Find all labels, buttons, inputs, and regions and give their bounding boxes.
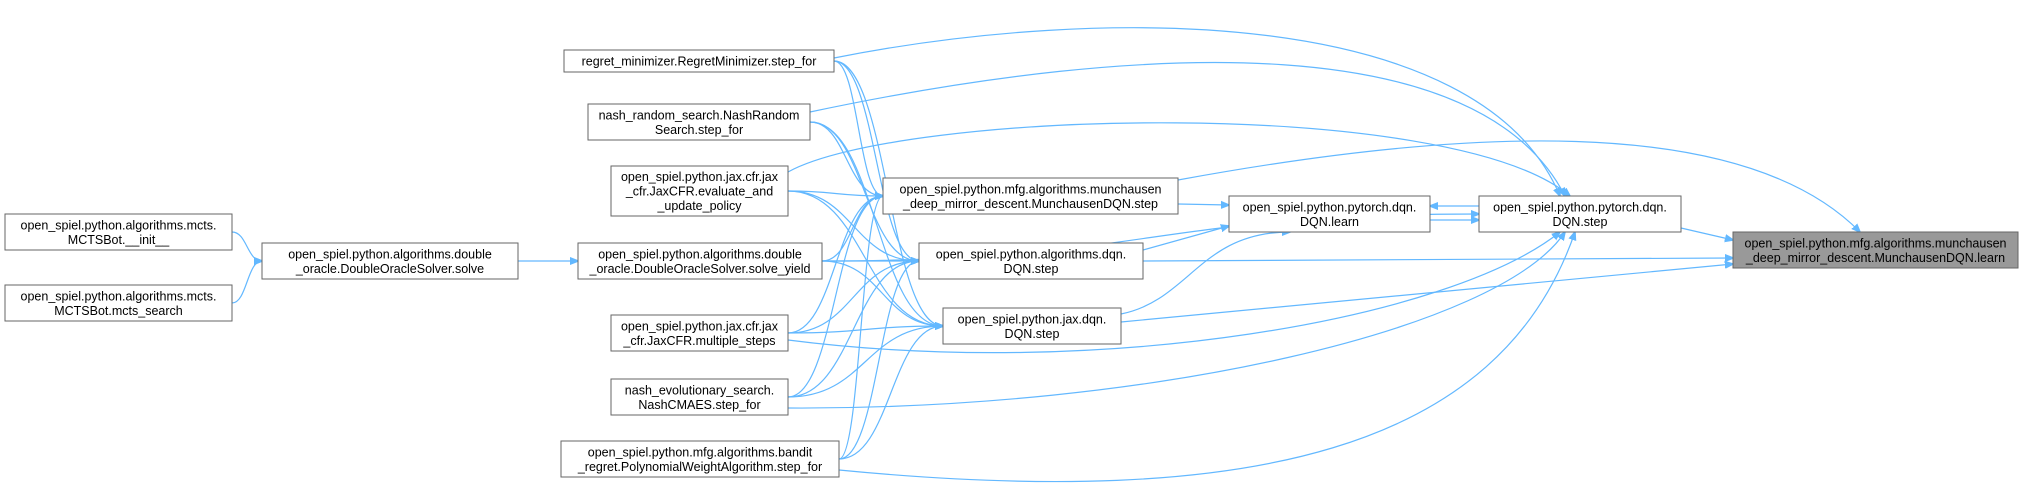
node-label-line: open_spiel.python.algorithms.dqn.: [936, 247, 1126, 261]
edge-nash_rand-to-jax_step: [809, 121, 943, 326]
node-box[interactable]: [560, 440, 840, 478]
edge-bandit-to-pt_step: [838, 232, 1575, 483]
edge-jaxcfr_multi-to-md_step: [787, 196, 883, 334]
node-box[interactable]: [882, 177, 1179, 215]
node-ds-solve[interactable]: open_spiel.python.algorithms.double_orac…: [261, 242, 519, 280]
node-ds-yield[interactable]: open_spiel.python.algorithms.double_orac…: [577, 242, 823, 280]
node-label-line: open_spiel.python.pytorch.dqn.: [1493, 200, 1667, 214]
node-box[interactable]: [610, 314, 789, 352]
node-label-line: open_spiel.python.pytorch.dqn.: [1243, 200, 1417, 214]
edge-nash_rand-to-pt_step: [809, 62, 1565, 196]
node-label-line: open_spiel.python.mfg.algorithms.munchau…: [900, 182, 1162, 196]
node-md-step[interactable]: open_spiel.python.mfg.algorithms.munchau…: [882, 177, 1179, 215]
edge-jaxcfr_eval-to-pt_step: [787, 122, 1570, 196]
node-nash-evo[interactable]: nash_evolutionary_search.NashCMAES.step_…: [610, 378, 789, 416]
node-jaxcfr-multi[interactable]: open_spiel.python.jax.cfr.jax_cfr.JaxCFR…: [610, 314, 789, 352]
edge-nash_rand-to-md_step: [809, 121, 883, 196]
node-label-line: DQN.step: [1005, 327, 1060, 341]
node-box[interactable]: [1478, 195, 1682, 233]
node-label-line: _regret.PolynomialWeightAlgorithm.step_f…: [577, 460, 822, 474]
node-alg-step[interactable]: open_spiel.python.algorithms.dqn.DQN.ste…: [918, 242, 1144, 280]
node-pt-step[interactable]: open_spiel.python.pytorch.dqn.DQN.step: [1478, 195, 1682, 233]
node-label-line: _update_policy: [656, 199, 742, 213]
node-label-line: open_spiel.python.mfg.algorithms.munchau…: [1745, 236, 2007, 250]
edge-bandit-to-jax_step: [838, 326, 943, 460]
node-label-line: _deep_mirror_descent.MunchausenDQN.learn: [1745, 251, 2005, 265]
edge-jaxcfr_eval-to-jax_step: [787, 190, 943, 326]
node-label-line: NashCMAES.step_for: [638, 398, 760, 412]
edge-nash_evo-to-pt_step: [787, 232, 1565, 409]
edge-mcts_search-to-ds_solve: [231, 261, 262, 304]
edge-jax_step-to-pt_learn: [1120, 232, 1290, 315]
node-box[interactable]: [610, 378, 789, 416]
edge-mcts_init-to-ds_solve: [231, 231, 262, 261]
edge-ds_yield-to-jax_step: [821, 260, 943, 326]
node-box[interactable]: [577, 242, 823, 280]
edge-nash_evo-to-alg_step: [787, 261, 919, 398]
edge-nash_evo-to-jax_step: [787, 326, 943, 398]
node-box[interactable]: [587, 103, 811, 141]
edge-jaxcfr_multi-to-pt_step: [787, 232, 1560, 354]
node-box[interactable]: [4, 213, 233, 251]
edge-jaxcfr_multi-to-jax_step: [787, 326, 943, 334]
node-box[interactable]: [610, 165, 789, 217]
edge-bandit-to-alg_step: [838, 261, 919, 460]
node-label-line: _deep_mirror_descent.MunchausenDQN.step: [902, 197, 1158, 211]
node-pt-learn[interactable]: open_spiel.python.pytorch.dqn.DQN.learn: [1228, 195, 1431, 233]
node-label-line: open_spiel.python.algorithms.double: [288, 247, 492, 261]
node-box[interactable]: [1228, 195, 1431, 233]
edge-regret-to-pt_step: [833, 27, 1560, 196]
node-label-line: DQN.step: [1553, 215, 1608, 229]
node-bandit[interactable]: open_spiel.python.mfg.algorithms.bandit_…: [560, 440, 840, 478]
node-box[interactable]: [918, 242, 1144, 280]
edge-regret-to-md_step: [833, 60, 883, 196]
node-label-line: MCTSBot.mcts_search: [54, 304, 183, 318]
node-label-line: _cfr.JaxCFR.multiple_steps: [622, 334, 775, 348]
node-label-line: Search.step_for: [655, 123, 743, 137]
node-nash-rand[interactable]: nash_random_search.NashRandomSearch.step…: [587, 103, 811, 141]
node-regret[interactable]: regret_minimizer.RegretMinimizer.step_fo…: [563, 49, 835, 73]
node-mcts-search[interactable]: open_spiel.python.algorithms.mcts.MCTSBo…: [4, 284, 233, 322]
node-label-line: DQN.step: [1004, 262, 1059, 276]
node-label-line: nash_evolutionary_search.: [625, 383, 774, 397]
node-mcts-init[interactable]: open_spiel.python.algorithms.mcts.MCTSBo…: [4, 213, 233, 251]
edge-alg_step-to-pt_learn: [1142, 226, 1229, 251]
node-label-line: nash_random_search.NashRandom: [599, 108, 800, 122]
edge-pt_step-to-root: [1680, 227, 1733, 240]
node-label-line: _oracle.DoubleOracleSolver.solve: [295, 262, 484, 276]
node-layer: open_spiel.python.mfg.algorithms.munchau…: [4, 49, 2019, 478]
node-label-line: MCTSBot.__init__: [68, 233, 170, 247]
edge-md_step-to-pt_learn: [1177, 204, 1229, 205]
node-label-line: regret_minimizer.RegretMinimizer.step_fo…: [582, 55, 817, 69]
node-jaxcfr-eval[interactable]: open_spiel.python.jax.cfr.jax_cfr.JaxCFR…: [610, 165, 789, 217]
edge-ds_yield-to-md_step: [821, 196, 883, 262]
node-box[interactable]: [1732, 231, 2019, 269]
node-label-line: open_spiel.python.jax.cfr.jax: [621, 170, 779, 184]
edge-bandit-to-md_step: [838, 196, 883, 460]
node-jax-step[interactable]: open_spiel.python.jax.dqn.DQN.step: [942, 307, 1122, 345]
node-root[interactable]: open_spiel.python.mfg.algorithms.munchau…: [1732, 231, 2019, 269]
edge-regret-to-alg_step: [833, 60, 919, 261]
node-label-line: open_spiel.python.mfg.algorithms.bandit: [588, 445, 813, 459]
node-label-line: open_spiel.python.algorithms.mcts.: [21, 218, 217, 232]
node-box[interactable]: [4, 284, 233, 322]
node-label-line: open_spiel.python.jax.dqn.: [958, 312, 1107, 326]
edge-md_step-to-root: [1177, 140, 1860, 232]
node-box[interactable]: [261, 242, 519, 280]
node-label-line: open_spiel.python.algorithms.double: [598, 247, 802, 261]
edge-jaxcfr_multi-to-alg_step: [787, 261, 919, 334]
edge-jax_step-to-root: [1120, 264, 1733, 323]
node-label-line: open_spiel.python.algorithms.mcts.: [21, 289, 217, 303]
node-label-line: DQN.learn: [1300, 215, 1359, 229]
node-box[interactable]: [942, 307, 1122, 345]
node-label-line: _cfr.JaxCFR.evaluate_and: [625, 185, 773, 199]
edge-jaxcfr_eval-to-alg_step: [787, 190, 919, 261]
node-box[interactable]: [563, 49, 835, 73]
edge-alg_step-to-root: [1142, 258, 1733, 261]
edge-jaxcfr_eval-to-md_step: [787, 190, 883, 196]
node-label-line: _oracle.DoubleOracleSolver.solve_yield: [589, 262, 811, 276]
edge-nash_evo-to-md_step: [787, 196, 883, 398]
node-label-line: open_spiel.python.jax.cfr.jax: [621, 319, 779, 333]
